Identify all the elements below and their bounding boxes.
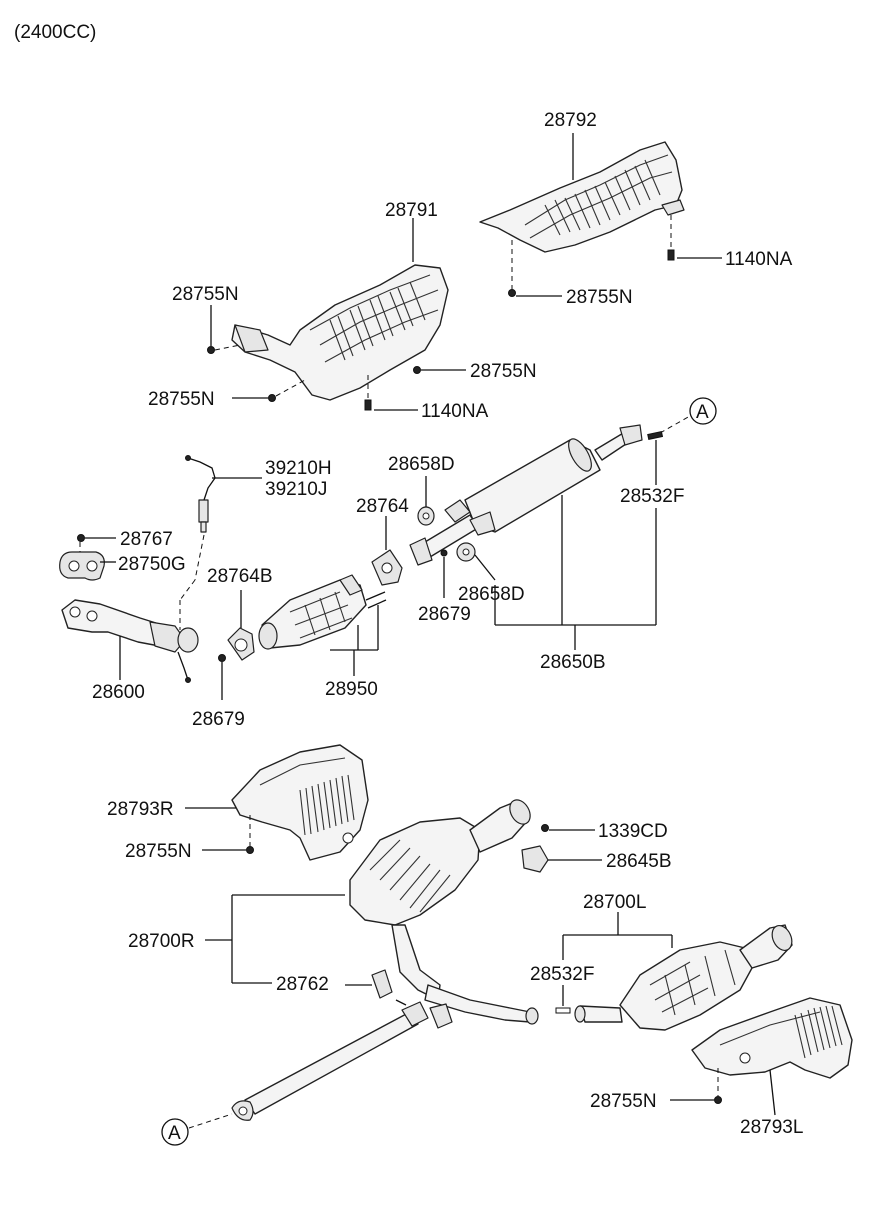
heat-protector-28791-drawing — [231, 264, 449, 401]
label-1140na-upper: 1140NA — [725, 249, 793, 270]
nut-icon — [413, 366, 421, 374]
label-39210j: 39210J — [265, 479, 327, 500]
nut-icon — [268, 394, 276, 402]
label-28762: 28762 — [276, 974, 329, 995]
label-28700l: 28700L — [583, 892, 646, 913]
label-28658d-top: 28658D — [388, 454, 455, 475]
label-28600: 28600 — [92, 682, 145, 703]
nut-icon — [714, 1096, 722, 1104]
hanger-bracket-28645b-drawing — [521, 845, 549, 873]
bolt-icon — [218, 654, 226, 662]
label-28679-front: 28679 — [192, 709, 245, 730]
nut-icon — [508, 289, 516, 297]
rear-muffler-28700r-drawing — [349, 799, 539, 1029]
label-28532f: 28532F — [620, 486, 684, 507]
label-28645b: 28645B — [606, 851, 672, 872]
center-muffler-28650b-drawing — [409, 424, 643, 566]
label-28700r: 28700R — [128, 931, 195, 952]
label-39210h: 39210H — [265, 458, 332, 479]
bolt-icon — [541, 824, 549, 832]
rubber-hanger-28762-drawing — [371, 969, 393, 999]
rubber-hanger-bottom-drawing — [456, 542, 476, 562]
nut-icon — [246, 846, 254, 854]
reference-a-bottom-label: A — [168, 1123, 181, 1144]
engine-size-label: (2400CC) — [14, 22, 96, 43]
nut-icon — [77, 534, 85, 542]
bolt-icon — [440, 549, 448, 557]
gasket-28750g-drawing — [59, 551, 105, 581]
label-28793r: 28793R — [107, 799, 174, 820]
label-1140na-lower: 1140NA — [421, 401, 489, 422]
label-28750g: 28750G — [118, 554, 186, 575]
reference-a-top — [689, 397, 717, 425]
label-28532f-rear: 28532F — [530, 964, 594, 985]
rear-muffler-28700l-drawing — [574, 924, 793, 1031]
label-28764: 28764 — [356, 496, 409, 517]
label-28793l: 28793L — [740, 1117, 803, 1138]
reference-a-bottom — [161, 1118, 189, 1146]
label-28679-center: 28679 — [418, 604, 471, 625]
label-28658d-bottom: 28658D — [458, 584, 525, 605]
nut-icon — [207, 346, 215, 354]
bolt-icon — [364, 399, 372, 411]
rubber-hanger-top-drawing — [417, 506, 435, 526]
front-pipe-28600-drawing — [61, 599, 199, 683]
catalytic-converter-28950-drawing — [258, 574, 387, 650]
label-28792: 28792 — [544, 110, 597, 131]
label-28755n-rear-l: 28755N — [590, 1091, 657, 1112]
clamp-icon — [555, 1007, 571, 1014]
heat-protector-28792-drawing — [479, 141, 685, 253]
label-28791: 28791 — [385, 200, 438, 221]
label-1339cd: 1339CD — [598, 821, 668, 842]
label-28764b: 28764B — [207, 566, 273, 587]
gasket-28764-drawing — [371, 549, 403, 586]
label-28950: 28950 — [325, 679, 378, 700]
label-28755n-rear-r: 28755N — [125, 841, 192, 862]
intermediate-pipe-drawing — [231, 999, 429, 1121]
label-28650b: 28650B — [540, 652, 606, 673]
heat-protector-28793r-drawing — [231, 744, 369, 861]
label-28755n-c: 28755N — [470, 361, 537, 382]
bolt-icon — [667, 249, 675, 261]
heat-protector-28793l-drawing — [691, 997, 853, 1079]
label-28755n-a: 28755N — [172, 284, 239, 305]
gasket-28764b-drawing — [227, 627, 255, 661]
clamp-icon — [647, 430, 664, 440]
label-28767: 28767 — [120, 529, 173, 550]
label-28755n-b: 28755N — [566, 287, 633, 308]
oxygen-sensor-drawing — [185, 455, 216, 533]
label-28755n-d: 28755N — [148, 389, 215, 410]
reference-a-top-label: A — [696, 402, 709, 423]
